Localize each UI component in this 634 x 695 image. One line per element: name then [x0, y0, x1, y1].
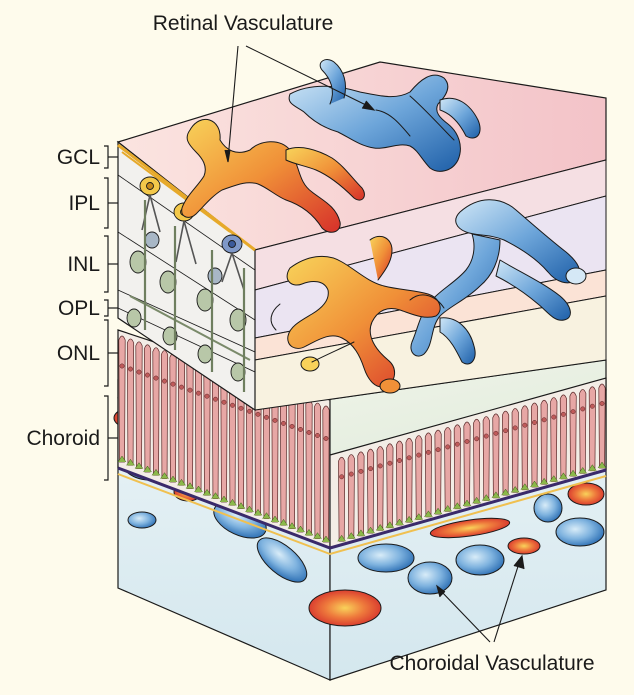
- label-retinal-vasculature: Retinal Vasculature: [153, 12, 334, 35]
- choroidal-pointer-1: [439, 589, 491, 643]
- photoreceptor-cell: [530, 402, 539, 488]
- photoreceptor-cell: [194, 361, 203, 493]
- photoreceptor-cell: [472, 418, 481, 504]
- photoreceptor-cell: [168, 353, 178, 483]
- photoreceptor-cell: [160, 350, 169, 480]
- label-ipl: IPL: [68, 192, 100, 215]
- photoreceptor-cell: [433, 429, 443, 515]
- photoreceptor-cell: [588, 386, 597, 472]
- photoreceptor-cell: [501, 410, 510, 496]
- photoreceptor-cell: [414, 435, 423, 520]
- bracket-ipl: [104, 177, 109, 229]
- photoreceptor-cell: [279, 391, 288, 526]
- photoreceptor-cell: [321, 405, 331, 543]
- photoreceptor-cell: [559, 394, 568, 480]
- photoreceptor-cell: [395, 440, 404, 526]
- photoreceptor-cell: [202, 364, 212, 496]
- photoreceptor-cell: [578, 389, 587, 474]
- photoreceptor-cell: [597, 383, 607, 469]
- photoreceptor-cell: [143, 344, 152, 473]
- photoreceptor-cell: [511, 408, 520, 493]
- photoreceptor-cell: [443, 427, 452, 512]
- photoreceptor-cell: [366, 448, 375, 534]
- bracket-opl: [104, 299, 109, 317]
- label-choroid: Choroid: [26, 427, 100, 450]
- photoreceptor-cell: [117, 335, 127, 463]
- label-inl: INL: [67, 253, 100, 276]
- label-opl: OPL: [58, 297, 100, 320]
- layer-brackets: [104, 145, 118, 481]
- onl-block: [117, 329, 607, 556]
- bracket-gcl: [104, 145, 109, 169]
- photoreceptor-cell: [347, 454, 356, 539]
- photoreceptor-cell: [270, 388, 280, 523]
- photoreceptor-cell: [287, 393, 297, 530]
- photoreceptor-cell: [134, 341, 144, 470]
- photoreceptor-cell: [211, 367, 220, 500]
- choroidal-pointer-2: [493, 559, 521, 643]
- photoreceptor-cell: [549, 397, 558, 482]
- retinal-pointer-2: [245, 45, 373, 109]
- photoreceptor-cell: [337, 456, 346, 542]
- photoreceptor-cell: [151, 347, 161, 476]
- photoreceptor-cell: [185, 358, 195, 490]
- label-choroidal-vasculature: Choroidal Vasculature: [389, 652, 594, 675]
- label-onl: ONL: [57, 342, 100, 365]
- photoreceptor-cell: [404, 437, 414, 523]
- photoreceptor-cell: [126, 338, 135, 466]
- photoreceptor-cell: [304, 399, 314, 536]
- photoreceptor-cell: [539, 399, 549, 485]
- photoreceptor-cell: [356, 451, 366, 537]
- retinal-vessels: [181, 59, 587, 394]
- pointer-lines: [224, 45, 525, 643]
- photoreceptor-cell: [177, 356, 186, 486]
- photoreceptor-cell: [482, 416, 491, 501]
- retinal-pointer-1: [227, 45, 239, 161]
- photoreceptor-cell: [296, 396, 305, 533]
- photoreceptor-cell: [568, 391, 578, 477]
- photoreceptor-cell: [424, 432, 433, 518]
- bracket-onl: [104, 319, 109, 387]
- photoreceptor-cell: [376, 446, 385, 531]
- photoreceptor-cell: [520, 405, 530, 491]
- bracket-choroid: [104, 395, 109, 481]
- photoreceptor-cell: [491, 413, 501, 499]
- photoreceptor-cell: [462, 421, 472, 507]
- label-gcl: GCL: [57, 146, 100, 169]
- photoreceptor-cells: [117, 335, 607, 543]
- photoreceptor-cell: [453, 424, 462, 510]
- bracket-inl: [104, 235, 109, 293]
- photoreceptor-cell: [385, 443, 395, 529]
- photoreceptor-cell: [313, 402, 322, 540]
